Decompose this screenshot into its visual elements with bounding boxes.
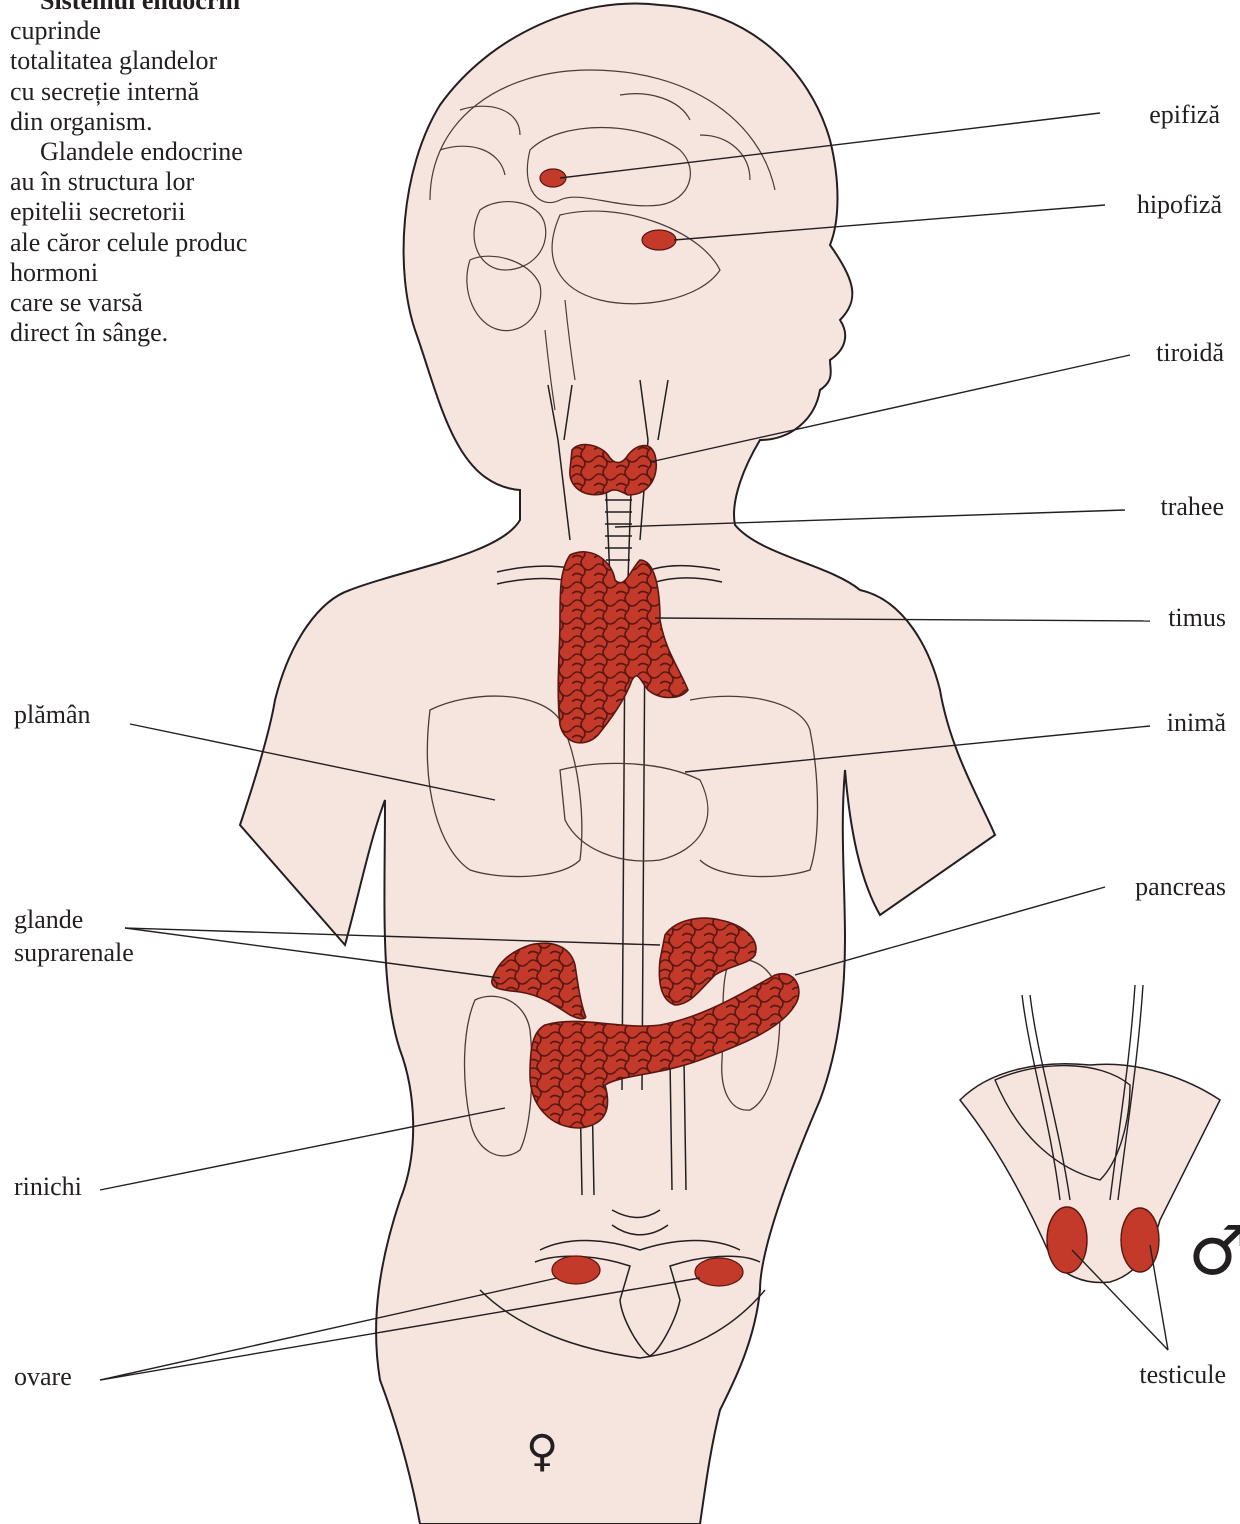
label-pancreas: pancreas [1135,872,1226,902]
label-trahee: trahee [1160,492,1224,522]
label-ovare: ovare [14,1362,72,1392]
intro-line: din organism. [10,107,310,137]
testicul-stang [1047,1207,1087,1273]
label-plaman: plămân [14,700,91,730]
label-epifiza: epifiză [1149,100,1220,130]
label-testicule: testicule [1139,1360,1226,1390]
intro-para2-line: direct în sânge. [10,318,310,348]
intro-line: cuprinde [10,16,310,46]
hipofiza-gland [642,230,676,250]
intro-para2-line: hormoni [10,258,310,288]
male-inset [960,985,1220,1283]
label-rinichi: rinichi [14,1172,82,1202]
label-hipofiza: hipofiză [1137,190,1222,220]
label-tiroida: tiroidă [1156,338,1224,368]
label-timus: timus [1168,603,1226,633]
label-suprarenale: suprarenale [14,938,134,968]
intro-para2-line: care se varsă [10,288,310,318]
intro-line: totalitatea glandelor [10,46,310,76]
female-symbol-icon: ♀ [526,1430,558,1474]
intro-title: Sistemul endocrin [10,0,310,16]
ovar-stang [552,1256,600,1284]
intro-para2-line: ale căror celule produc [10,228,310,258]
intro-para2-line: Glandele endocrine [10,137,310,167]
intro-text: Sistemul endocrin cuprinde totalitatea g… [10,0,310,348]
intro-para2-line: au în structura lor [10,167,310,197]
ovar-drept [695,1258,743,1286]
intro-line: cu secreție internă [10,77,310,107]
label-inima: inimă [1167,708,1226,738]
label-glande: glande [14,905,83,935]
intro-para2-line: epitelii secretorii [10,197,310,227]
male-symbol-icon: ♂ [1188,1218,1240,1286]
